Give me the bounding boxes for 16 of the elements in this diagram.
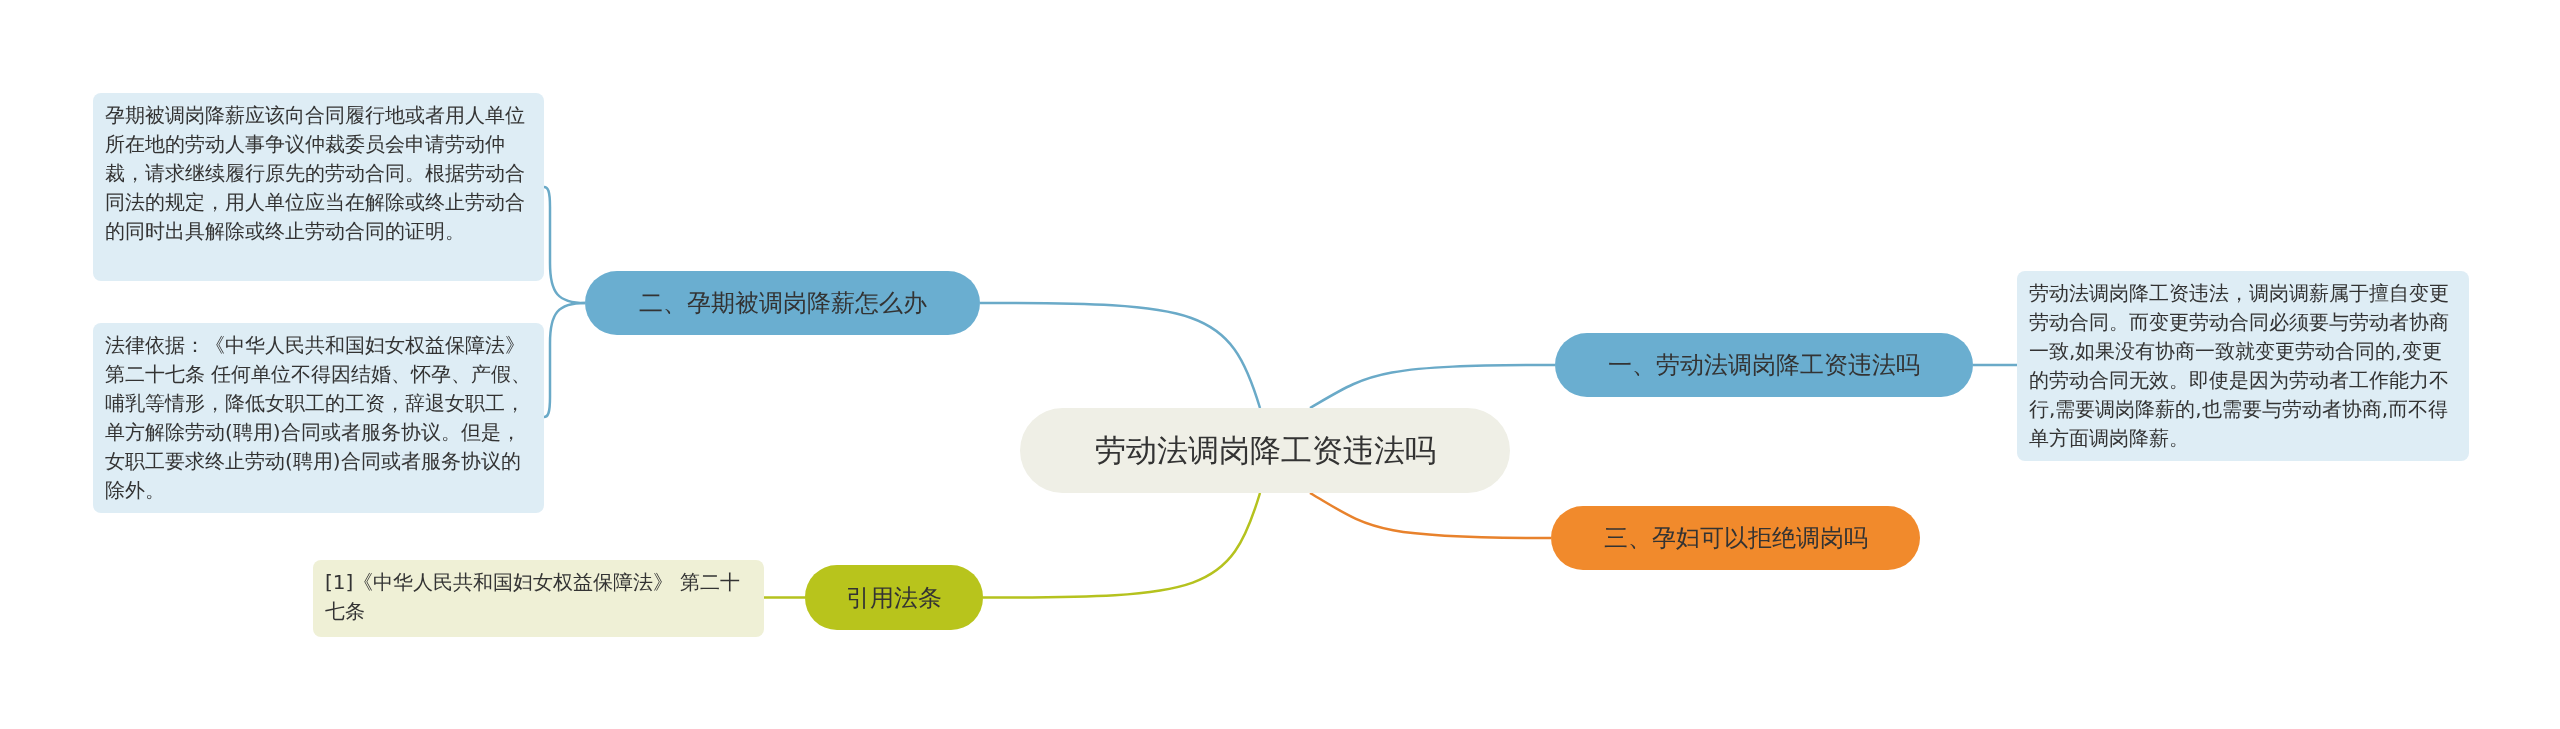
- connector-line: [543, 301, 586, 419]
- topic-box: 一、劳动法调岗降工资违法吗: [1555, 333, 1973, 397]
- connector-line: [764, 596, 805, 599]
- topic-box: 三、孕妇可以拒绝调岗吗: [1551, 506, 1920, 570]
- connector-line: [1309, 363, 1555, 410]
- reference-box: [1]《中华人民共和国妇女权益保障法》 第二十七条: [313, 560, 764, 637]
- topic-box: 二、孕期被调岗降薪怎么办: [585, 271, 980, 335]
- connector-line: [983, 492, 1262, 599]
- note-box: 劳动法调岗降工资违法，调岗调薪属于擅自变更劳动合同。而变更劳动合同必须要与劳动者协商一致,如果没有协商一致就变更劳动合同的,变更的劳动合同无效。即使是因为劳动者工作能力不行,需要调岗降薪的,也需要与劳动者协商,而不得单方面调岗降薪。: [2017, 271, 2469, 461]
- note-box: 法律依据：《中华人民共和国妇女权益保障法》第二十七条 任何单位不得因结婚、怀孕、产假、哺乳等情形，降低女职工的工资，辞退女职工，单方解除劳动(聘用)合同或者服务协议。但是，女职工要求终止劳动(聘用)合同或者服务协议的除外。: [93, 323, 544, 513]
- central-topic-box: 劳动法调岗降工资违法吗: [1020, 408, 1510, 493]
- connector-line: [980, 301, 1262, 409]
- topic-box: 引用法条: [805, 565, 983, 630]
- note-box: 孕期被调岗降薪应该向合同履行地或者用人单位所在地的劳动人事争议仲裁委员会申请劳动仲裁，请求继续履行原先的劳动合同。根据劳动合同法的规定，用人单位应当在解除或终止劳动合的同时出具解除或终止劳动合同的证明。: [93, 93, 544, 281]
- connector-line: [1973, 363, 2017, 367]
- connector-line: [1309, 491, 1551, 540]
